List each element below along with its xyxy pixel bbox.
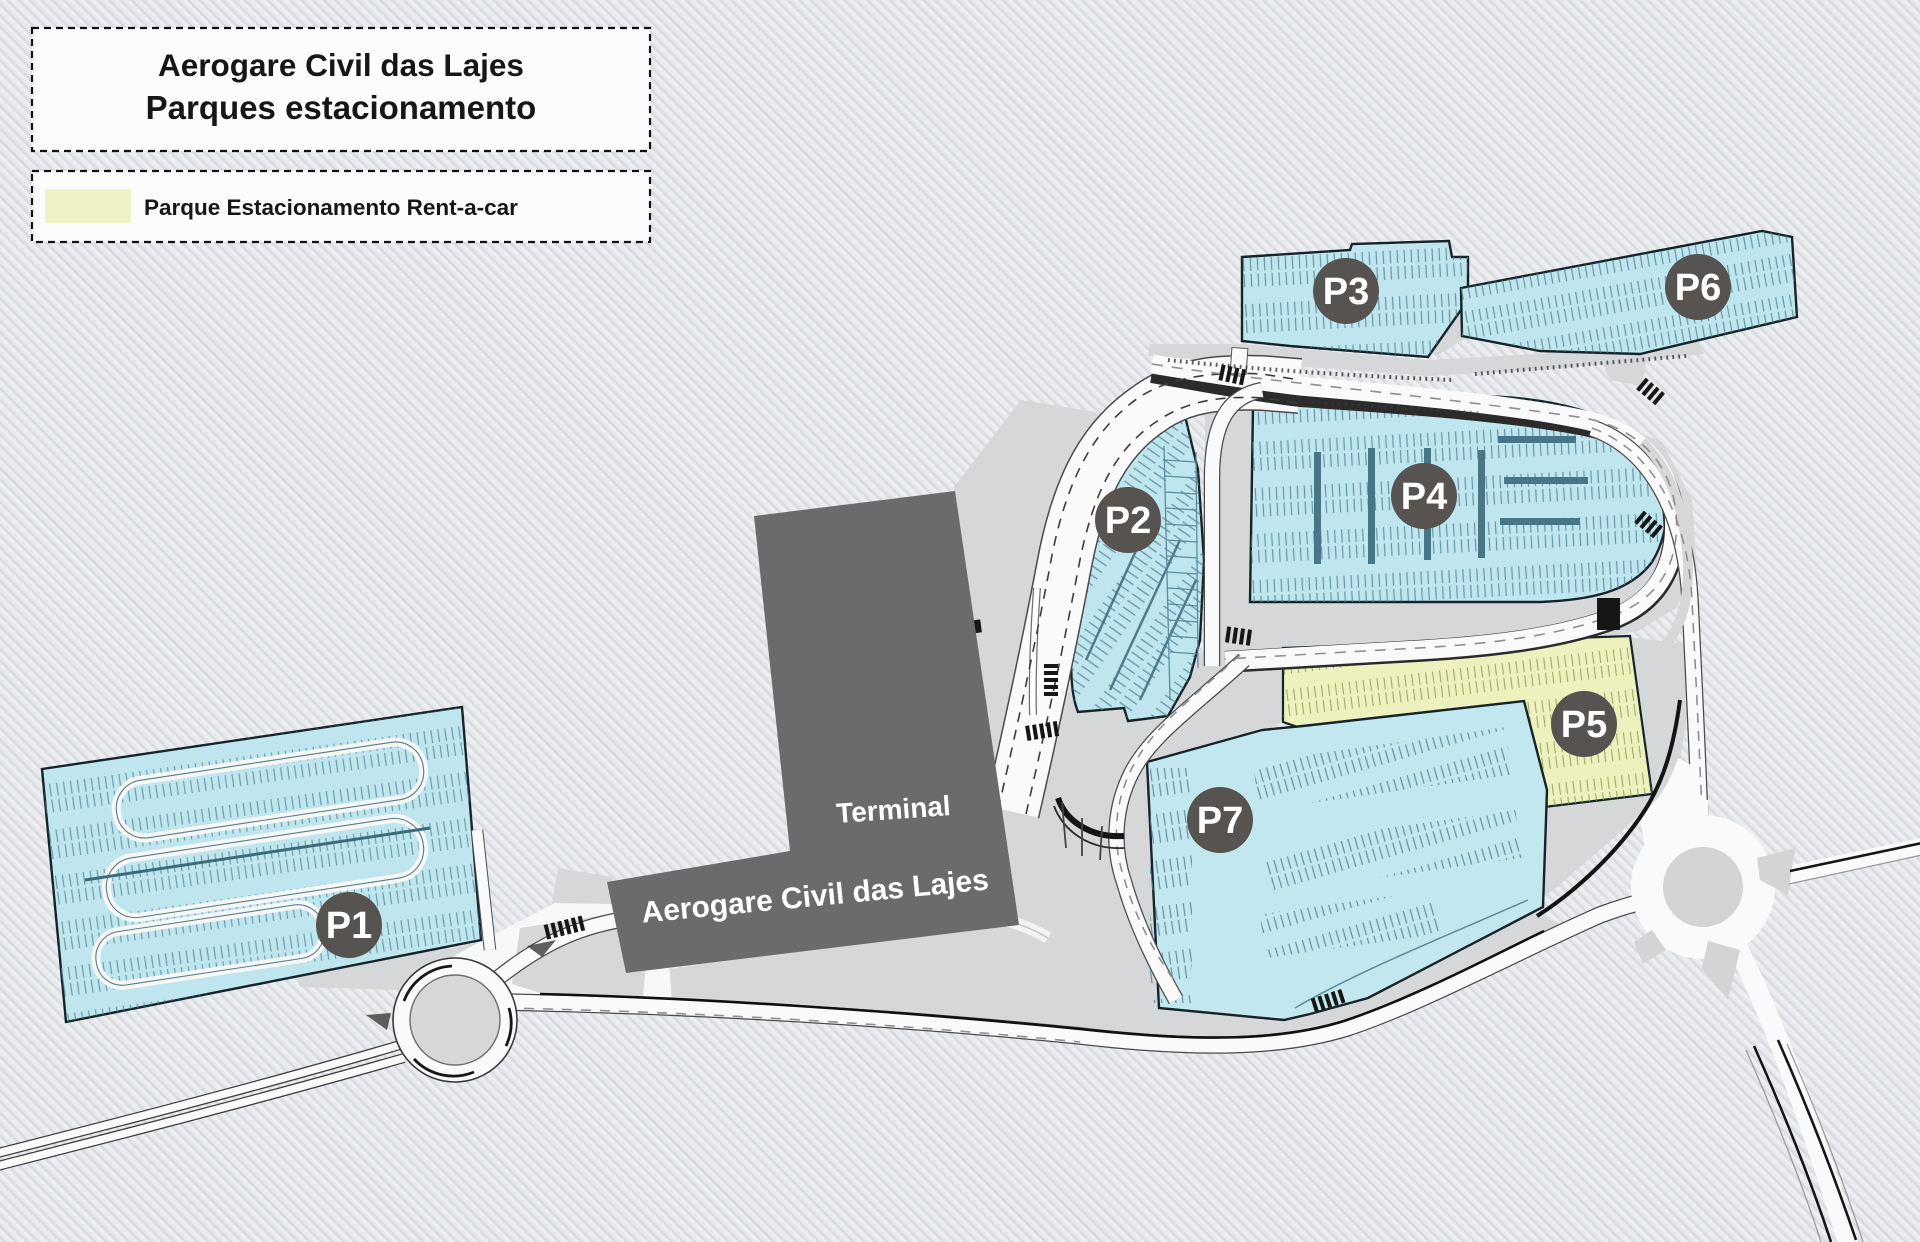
svg-text:Parques estacionamento: Parques estacionamento [146, 89, 537, 126]
svg-text:Aerogare Civil das Lajes: Aerogare Civil das Lajes [158, 47, 524, 83]
svg-text:P7: P7 [1197, 800, 1243, 842]
svg-text:P5: P5 [1561, 704, 1607, 746]
svg-text:P6: P6 [1675, 267, 1721, 309]
svg-text:P1: P1 [326, 905, 372, 947]
svg-text:P4: P4 [1401, 476, 1447, 518]
svg-text:P3: P3 [1323, 271, 1369, 313]
svg-text:P2: P2 [1105, 500, 1151, 542]
svg-text:Parque Estacionamento Rent-a-c: Parque Estacionamento Rent-a-car [144, 195, 518, 220]
